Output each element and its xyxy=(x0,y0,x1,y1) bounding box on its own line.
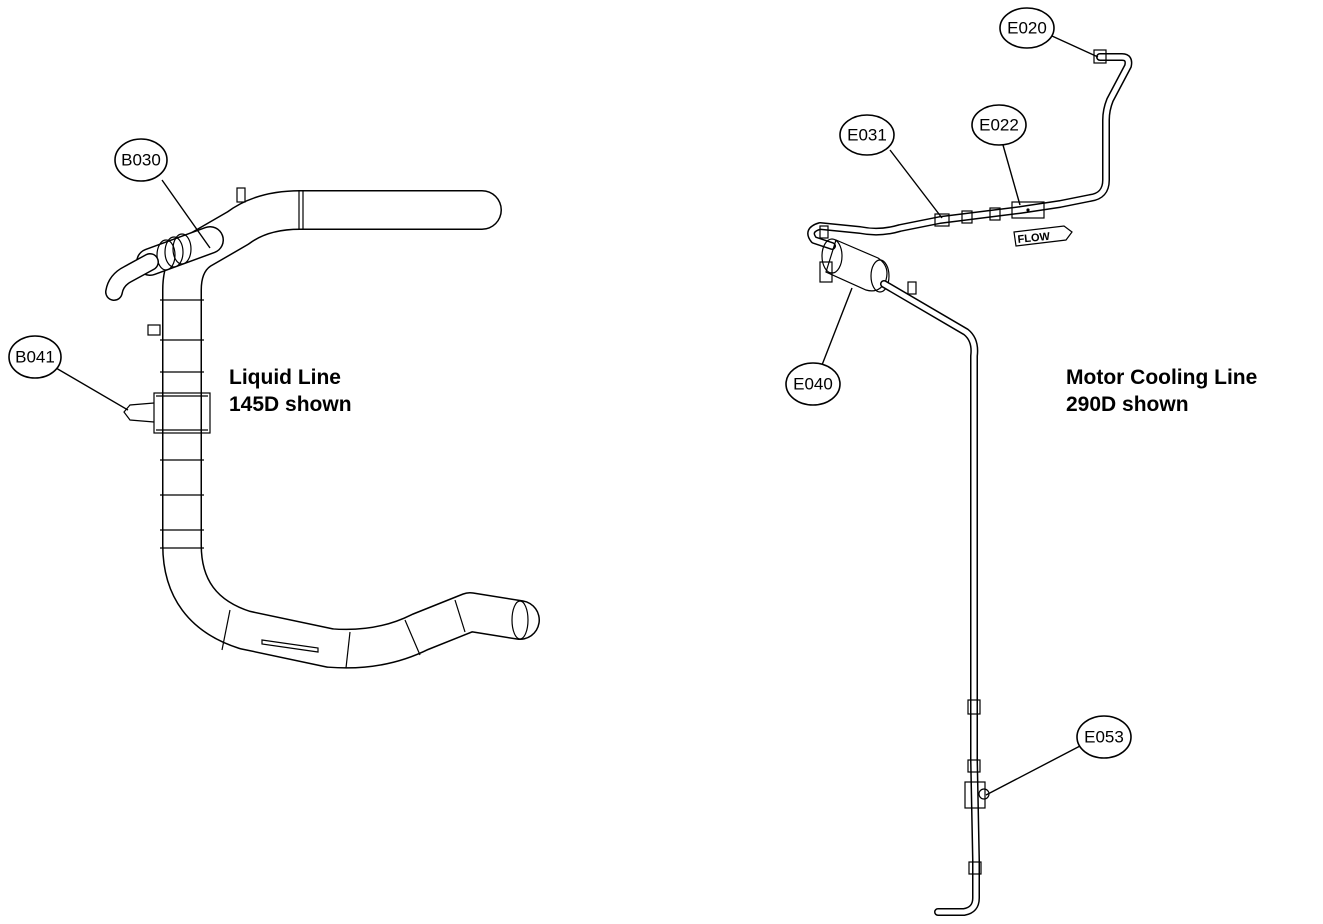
caption-line2: 290D shown xyxy=(1066,393,1189,416)
flow-arrow: FLOW xyxy=(1013,225,1073,247)
callout-b030: B030 xyxy=(114,138,168,182)
flow-label: FLOW xyxy=(1017,231,1051,246)
caption-line2: 145D shown xyxy=(229,393,352,416)
callout-e053: E053 xyxy=(1076,715,1132,759)
callout-e031: E031 xyxy=(839,114,895,156)
caption-line1: Motor Cooling Line xyxy=(1066,366,1257,389)
callout-b041: B041 xyxy=(8,335,62,379)
callout-label: E053 xyxy=(1084,728,1124,747)
callout-e040: E040 xyxy=(785,362,841,406)
callout-label: E040 xyxy=(793,375,833,394)
callout-label: B030 xyxy=(121,151,161,170)
motor-cooling-line-caption: Motor Cooling Line 290D shown xyxy=(1066,366,1257,416)
callout-label: E031 xyxy=(847,126,887,145)
callout-e022: E022 xyxy=(971,104,1027,146)
callout-e020: E020 xyxy=(999,7,1055,49)
liquid-line-caption: Liquid Line 145D shown xyxy=(229,366,352,416)
caption-line1: Liquid Line xyxy=(229,366,341,389)
callout-label: B041 xyxy=(15,348,55,367)
callout-label: E022 xyxy=(979,116,1019,135)
liquid-line-pipe xyxy=(105,187,540,669)
motor-cooling-line-pipe xyxy=(807,49,1133,916)
callout-label: E020 xyxy=(1007,19,1047,38)
